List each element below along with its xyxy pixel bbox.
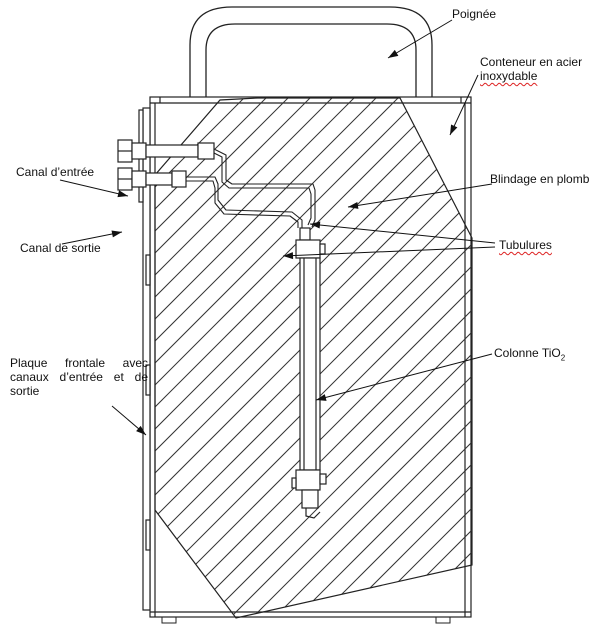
leader-tubulures-2-arrowhead xyxy=(283,252,294,260)
leader-canal-sortie xyxy=(61,231,123,245)
leader-poignee xyxy=(387,19,453,59)
leader-tubulures-1 xyxy=(309,223,496,244)
label-conteneur-line1: Conteneur en acier xyxy=(480,55,583,69)
leader-colonne-arrowhead xyxy=(316,394,327,401)
leader-canal-entree xyxy=(59,179,129,197)
label-colonne-text: Colonne TiO xyxy=(494,346,561,360)
label-colonne: Colonne TiO2 xyxy=(494,346,565,365)
leader-canal-entree-arrowhead xyxy=(117,190,128,198)
connectors xyxy=(117,139,215,191)
handle xyxy=(189,6,433,97)
label-blindage: Blindage en plomb xyxy=(490,172,590,186)
label-conteneur-line2: inoxydable xyxy=(480,69,538,83)
leader-conteneur-arrowhead xyxy=(450,124,458,135)
leader-tubulures-1-arrowhead xyxy=(310,221,321,229)
leader-blindage xyxy=(347,183,493,208)
tubing xyxy=(186,148,316,228)
leader-plaque-arrowhead xyxy=(136,425,146,435)
label-tubulures: Tubulures xyxy=(499,238,552,252)
label-canal-sortie: Canal de sortie xyxy=(20,241,101,255)
label-plaque: Plaque frontale avec canaux d’entrée et … xyxy=(10,356,148,398)
label-poignee: Poignée xyxy=(452,7,497,21)
leader-colonne xyxy=(315,353,493,401)
leader-canal-sortie-arrowhead xyxy=(111,230,122,238)
label-colonne-subscript: 2 xyxy=(560,353,566,363)
leader-poignee-arrowhead xyxy=(388,49,399,58)
leader-blindage-arrowhead xyxy=(348,201,359,209)
leader-lines xyxy=(59,19,496,436)
feet xyxy=(161,617,451,624)
leader-tubulures-2 xyxy=(282,246,496,257)
leader-conteneur xyxy=(449,74,479,136)
label-canal-entree: Canal d’entrée xyxy=(16,165,95,179)
lead-shielding xyxy=(154,97,473,619)
tio2-column xyxy=(291,227,327,519)
